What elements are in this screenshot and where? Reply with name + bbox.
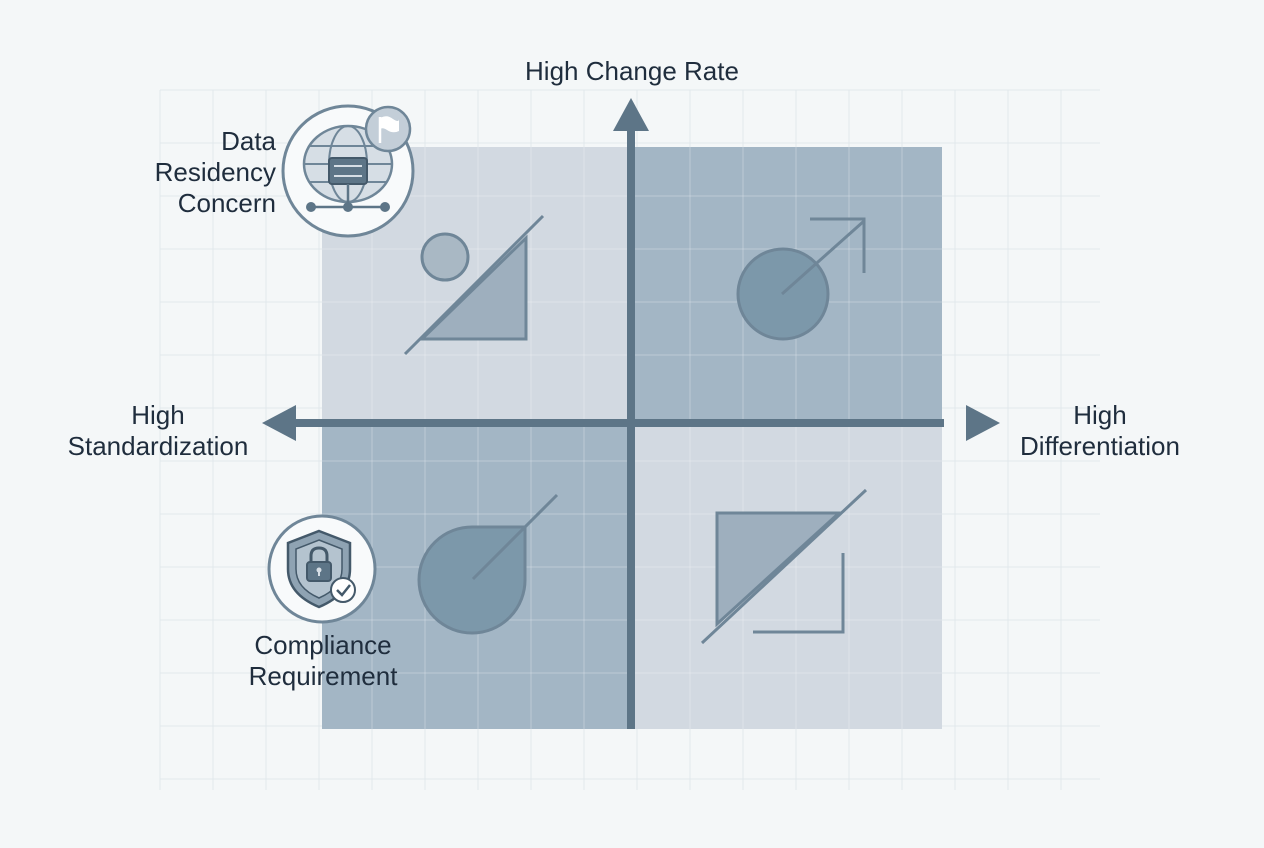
- circle-triangle-icon: [403, 214, 545, 356]
- vertical-axis: [613, 98, 649, 729]
- horizontal-axis: [262, 405, 1000, 441]
- axis-label-left-line2: Standardization: [67, 431, 249, 461]
- axis-label-top-text: High Change Rate: [525, 56, 739, 86]
- check-icon: [330, 577, 356, 603]
- axis-label-right-line2: Differentiation: [1020, 431, 1180, 461]
- data-residency-line2: Residency: [154, 157, 276, 187]
- circle-arrow-icon: [736, 217, 866, 341]
- up-arrow-icon: [613, 98, 649, 131]
- data-residency-line3: Concern: [177, 188, 276, 218]
- data-residency-label: Data Residency Concern: [120, 126, 276, 219]
- triangle-corner-icon: [700, 488, 868, 645]
- compliance-line2: Requirement: [248, 661, 398, 691]
- compliance-label: Compliance Requirement: [210, 630, 436, 692]
- left-arrow-icon: [262, 405, 296, 441]
- right-arrow-icon: [966, 405, 1000, 441]
- shield-lock-check-icon: [267, 514, 377, 624]
- compliance-line1: Compliance: [254, 630, 392, 660]
- flag-icon: [364, 105, 412, 153]
- teardrop-icon: [417, 493, 559, 635]
- axis-label-left: High Standardization: [40, 400, 276, 462]
- quadrant-bottom-right: [632, 423, 942, 729]
- axis-label-right-line1: High: [1073, 400, 1127, 430]
- axis-label-right: High Differentiation: [990, 400, 1210, 462]
- globe-server-flag-icon: [281, 104, 415, 238]
- axis-label-left-line1: High: [131, 400, 185, 430]
- axis-label-top: High Change Rate: [432, 56, 832, 87]
- data-residency-line1: Data: [221, 126, 276, 156]
